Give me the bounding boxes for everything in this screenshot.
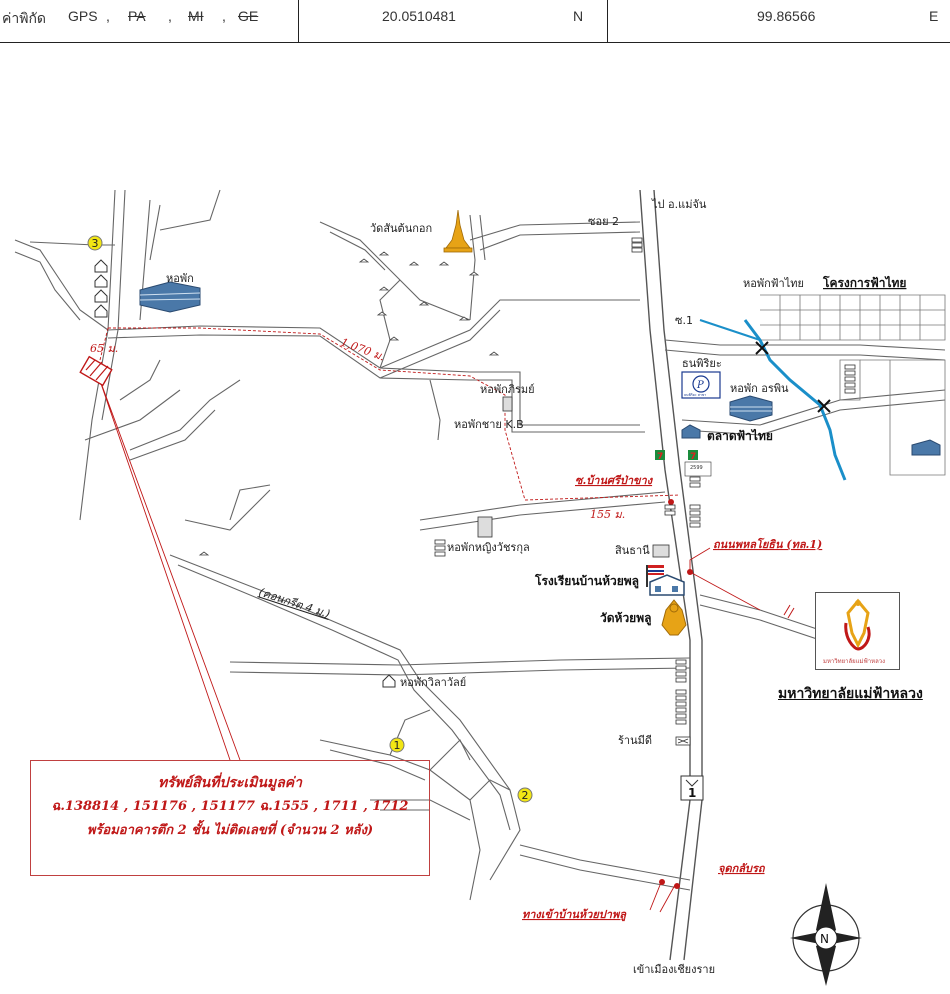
label-soi1: ซ.1 <box>675 314 693 327</box>
separator: , <box>222 8 226 24</box>
gps-method-cell: ค่าพิกัด GPS , PA , MI , GE <box>0 0 299 42</box>
label-road-phahonyothin: ถนนพหลโยธิน (ทล.1) <box>713 537 822 551</box>
label-to-maechan: ไป อ.แม่จัน <box>651 198 707 211</box>
label-dorm-wilawan: หอพักวิลาวัลย์ <box>400 676 466 689</box>
label-dorm: หอพัก <box>166 272 194 285</box>
svg-text:2599: 2599 <box>690 465 703 471</box>
stream <box>743 319 847 481</box>
svg-text:7: 7 <box>657 452 663 462</box>
svg-text:7: 7 <box>690 452 696 462</box>
latitude-direction: N <box>573 8 584 24</box>
label-fahthai-project: โครงการฟ้าไทย <box>822 275 906 290</box>
property-building: พร้อมอาคารตึก 2 ชั้น ไม่ติดเลขที่ (จำนวน… <box>86 823 374 838</box>
store-icon: 7 7 2599 <box>655 450 712 477</box>
label-dorm-phirom: หอพักภิรมย์ <box>480 383 535 396</box>
label-university: มหาวิทยาลัยแม่ฟ้าหลวง <box>778 686 923 702</box>
svg-text:1: 1 <box>394 739 401 752</box>
project-plots <box>760 294 946 476</box>
separator: , <box>168 8 172 24</box>
latitude-value: 20.0510481 <box>382 8 456 24</box>
label-dorm-fahthai: หอพักฟ้าไทย <box>743 277 804 290</box>
coordinate-label: ค่าพิกัด <box>2 10 47 26</box>
shop-icon <box>675 736 691 746</box>
house-icon <box>94 259 108 318</box>
svg-text:1: 1 <box>688 786 696 800</box>
numbered-marker: 3 1 2 <box>87 235 533 803</box>
university-logo <box>844 598 871 651</box>
label-market-fahthai: ตลาดฟ้าไทย <box>707 428 773 443</box>
label-dorm-kb: หอพักชาย K.B <box>454 418 524 431</box>
dorm-icon <box>477 396 670 558</box>
label-to-chiangrai: เข้าเมืองเชียงราย <box>633 963 715 976</box>
separator: , <box>106 8 110 24</box>
label-temple-santonkok: วัดสันต้นกอก <box>370 222 432 235</box>
distance-65m: 65 ม. <box>90 342 118 355</box>
house-icon <box>198 251 500 556</box>
highway-shield-icon: 1 <box>680 775 704 801</box>
property-deeds: ฉ.138814 , 151176 , 151177 ฉ.1555 , 1711… <box>51 799 409 814</box>
university-caption: มหาวิทยาลัยแม่ฟ้าหลวง <box>823 658 886 665</box>
label-soi2: ซอย 2 <box>588 215 619 228</box>
latitude-cell: 20.0510481 N <box>298 0 608 42</box>
label-sinthani: สินธานี <box>615 544 650 557</box>
label-temple-huaiphlu: วัดห้วยพลู <box>600 611 651 626</box>
svg-text:ธนพิริยะ สาขา: ธนพิริยะ สาขา <box>684 393 706 397</box>
north-arrow-icon: N <box>790 883 862 986</box>
subject-parcel <box>79 355 113 387</box>
svg-text:P: P <box>696 380 704 391</box>
svg-text:3: 3 <box>92 237 99 250</box>
leader-lines <box>96 371 761 913</box>
bank-logo: P ธนพิริยะ สาขา <box>681 371 721 399</box>
red-point <box>659 499 693 889</box>
longitude-cell: 99.86566 E <box>607 0 950 42</box>
longitude-value: 99.86566 <box>757 8 816 24</box>
road-break-mark <box>783 604 795 619</box>
highway-1-road <box>639 189 703 961</box>
label-entrance: ทางเข้าบ้านห้วยปาพลู <box>522 908 627 922</box>
stream-branch <box>699 319 761 341</box>
building-icon <box>139 281 941 456</box>
ge-label: GE <box>238 8 259 24</box>
buddha-icon <box>661 599 687 636</box>
house-icon <box>382 674 396 688</box>
property-info-box: ทรัพย์สินที่ประเมินมูลค่า ฉ.138814 , 151… <box>30 760 430 876</box>
bridge-icon <box>755 341 831 413</box>
school-icon <box>646 565 685 596</box>
label-dorm-wacharakul: หอพักหญิงวัชรกุล <box>447 541 530 554</box>
mi-label: MI <box>188 8 204 24</box>
road-network <box>14 189 946 901</box>
label-school: โรงเรียนบ้านห้วยพลู <box>534 573 639 589</box>
property-title: ทรัพย์สินที่ประเมินมูลค่า <box>157 775 303 791</box>
label-soi-bansripakhang: ซ.บ้านศรีป่าขาง <box>575 474 654 487</box>
pa-label: PA <box>128 8 146 24</box>
gps-label: GPS <box>68 8 98 24</box>
coordinate-header: ค่าพิกัด GPS , PA , MI , GE 20.0510481 N… <box>0 0 950 43</box>
label-bank: ธนพิริยะ <box>682 357 722 370</box>
distance-route <box>99 327 681 501</box>
label-dorm-orapin: หอพัก อรพิน <box>730 382 789 395</box>
svg-text:2: 2 <box>522 789 529 802</box>
label-uturn: จุดกลับรถ <box>718 862 766 876</box>
svg-text:N: N <box>820 932 829 946</box>
label-shop-meedee: ร้านมีดี <box>618 734 652 747</box>
stupa-icon <box>443 209 473 253</box>
university-emblem <box>815 592 900 670</box>
distance-155m: 155 ม. <box>590 508 625 521</box>
longitude-direction: E <box>929 8 939 24</box>
